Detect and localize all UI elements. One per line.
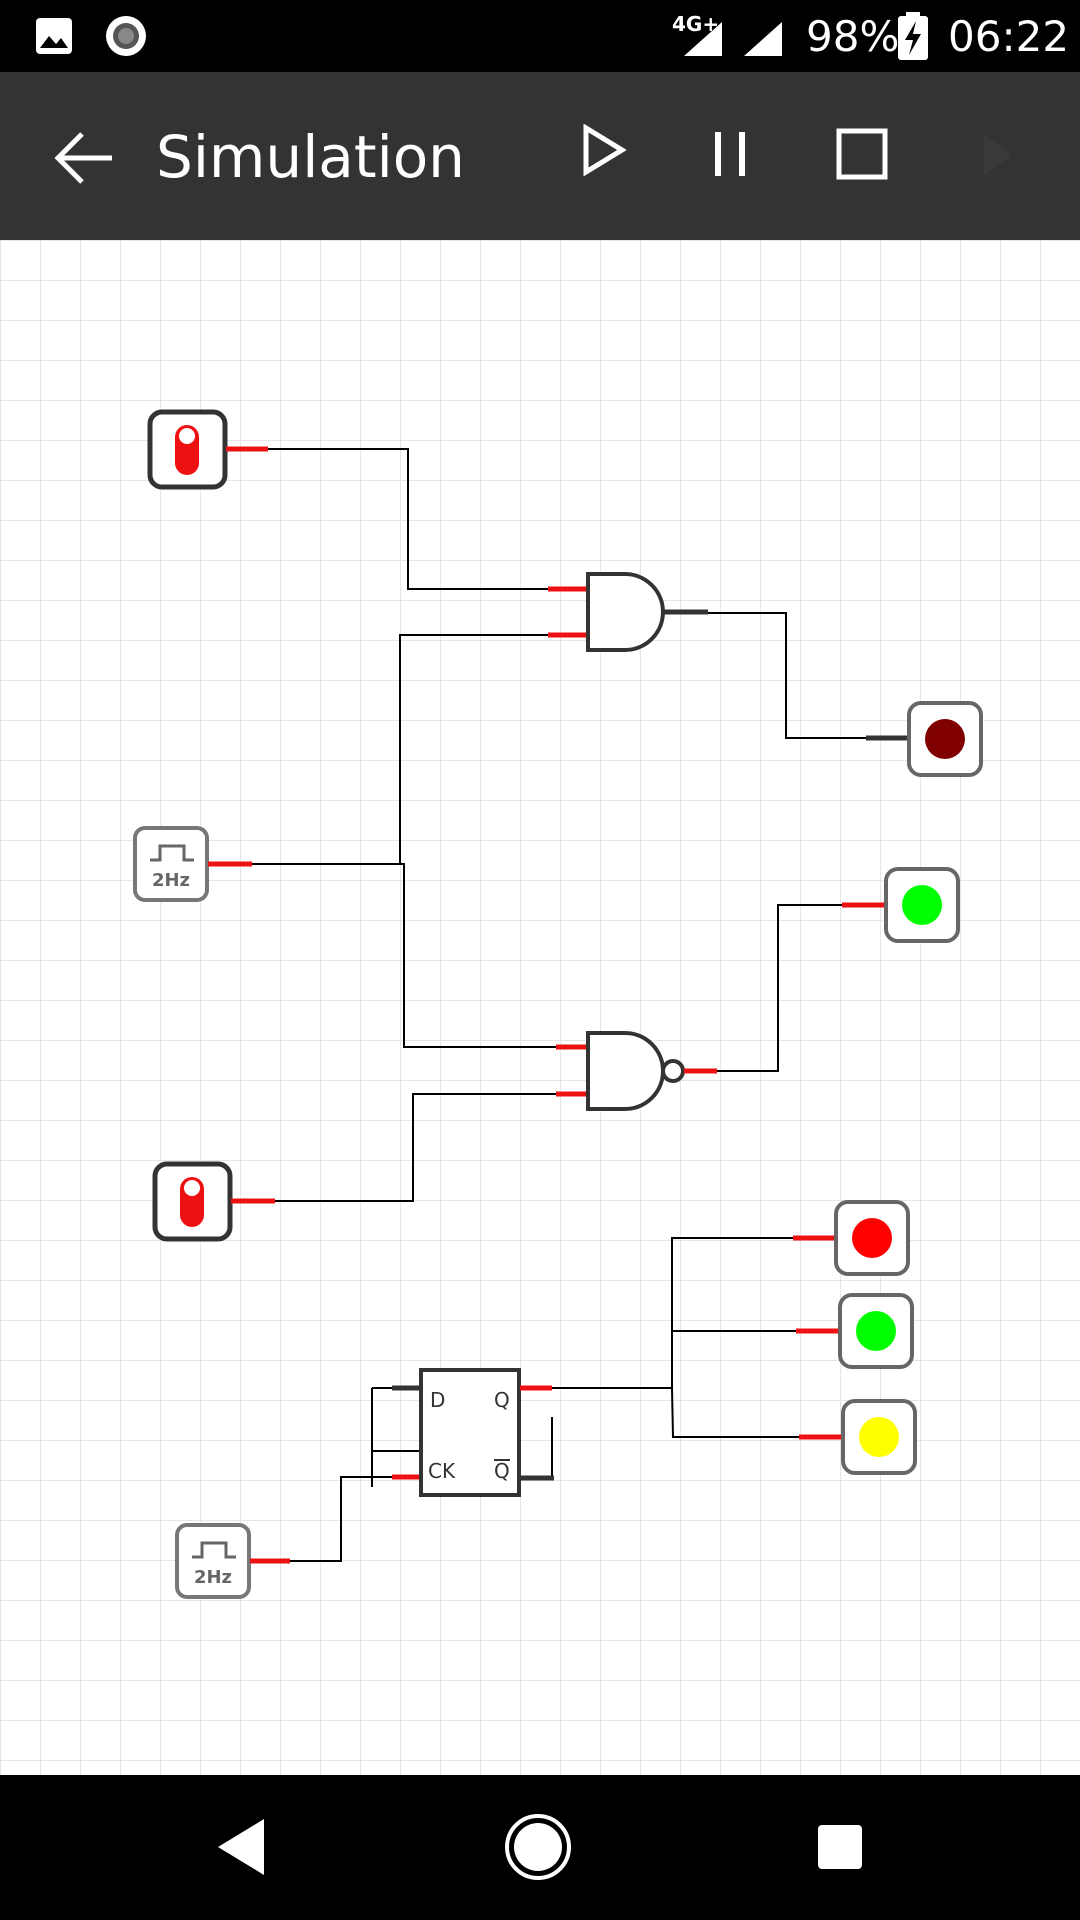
battery-charging-icon: [898, 12, 928, 60]
flipflop-q-label: Q: [494, 1388, 510, 1412]
system-nav-bar: [0, 1775, 1080, 1920]
toggle-switch-2[interactable]: [152, 1161, 275, 1242]
and-gate[interactable]: [548, 572, 708, 652]
back-arrow-icon[interactable]: [54, 130, 116, 186]
pause-icon[interactable]: [712, 128, 748, 180]
d-flip-flop[interactable]: D Q CK Q: [392, 1368, 554, 1497]
recents-square-icon[interactable]: [816, 1823, 864, 1871]
home-circle-icon[interactable]: [504, 1813, 572, 1881]
app-toolbar: Simulation: [0, 72, 1080, 240]
wire: [400, 863, 556, 1048]
clock-frequency-label: 2Hz: [194, 1567, 232, 1588]
flipflop-ck-label: CK: [428, 1459, 456, 1483]
battery-percent: 98%: [806, 12, 900, 61]
led-output-red: [793, 1200, 910, 1276]
led-output-green-1: [842, 867, 960, 943]
nand-gate[interactable]: [556, 1031, 717, 1111]
led-output-yellow: [799, 1399, 917, 1475]
clock-wave-icon: [192, 1541, 236, 1559]
wire: [290, 1476, 392, 1562]
step-forward-icon[interactable]: [980, 130, 1016, 180]
gallery-icon: [36, 18, 72, 54]
wire: [268, 448, 548, 590]
wire: [717, 904, 842, 1072]
wire: [708, 612, 866, 739]
toggle-switch-1[interactable]: [147, 409, 268, 490]
wire: [671, 1330, 796, 1388]
wire: [275, 1093, 556, 1202]
wire: [252, 634, 548, 865]
led-output-green-2: [796, 1293, 914, 1369]
play-icon[interactable]: [582, 124, 628, 176]
wire: [671, 1237, 793, 1388]
circuit-diagram: 2Hz 2Hz: [133, 409, 983, 1599]
status-bar: 4G+ 98% 06:22: [0, 0, 1080, 72]
record-icon: [106, 16, 146, 56]
clock-source-1[interactable]: 2Hz: [133, 826, 252, 902]
clock-wave-icon: [150, 844, 194, 862]
flipflop-d-label: D: [430, 1388, 445, 1412]
signal-icon: [684, 22, 722, 56]
clock-frequency-label: 2Hz: [152, 870, 190, 891]
page-title: Simulation: [156, 123, 465, 191]
back-triangle-icon[interactable]: [214, 1817, 266, 1877]
signal-icon: [744, 22, 782, 56]
clock-source-2[interactable]: 2Hz: [175, 1523, 290, 1599]
stop-icon[interactable]: [836, 128, 888, 180]
wire: [671, 1387, 799, 1438]
circuit-canvas[interactable]: 2Hz 2Hz: [0, 240, 1080, 1775]
wires: [252, 448, 866, 1562]
led-output-dark-red: [866, 701, 983, 777]
clock-time: 06:22: [948, 12, 1070, 61]
flipflop-qbar-label: Q: [494, 1459, 510, 1483]
